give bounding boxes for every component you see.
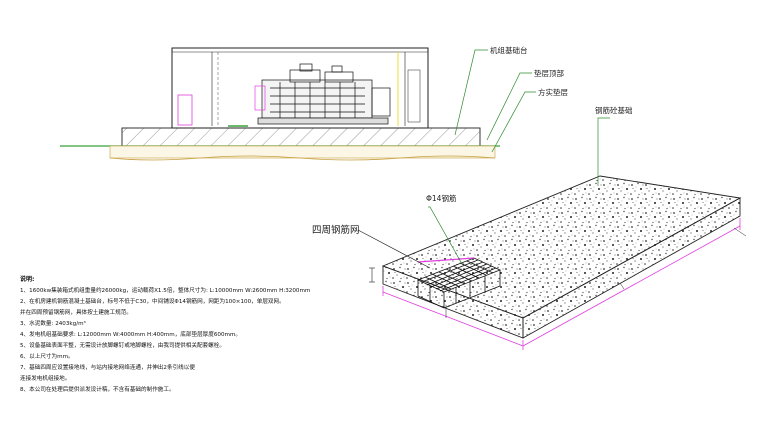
leader-cushion-top (486, 72, 532, 141)
leader-rebar-phi14 (428, 206, 463, 265)
leader-rc-foundation (597, 117, 610, 186)
leader-perimeter-mesh (357, 229, 431, 269)
leader-genset-base (454, 49, 488, 136)
note-item: 2、在机房建机钢筋混凝土基础台，标号不低于C30，中间铺设Φ14钢筋网，网距为1… (20, 297, 285, 305)
genset-engine (254, 63, 391, 125)
label-cushion-top: 垫层顶部 (534, 68, 564, 78)
notes-block: 说明: 1、1600kw集装箱式机组重量约26000kg，运动载荷X1.5倍，整… (20, 275, 310, 393)
rebar-mesh (416, 257, 502, 309)
label-rebar-phi14: Φ14钢筋 (426, 193, 457, 203)
genset-base-slab (121, 127, 481, 147)
label-rc-foundation: 钢筋砼基础 (595, 105, 633, 115)
note-item: 8、本公司在处理后提供派发设计稿，不含有基础的制作施工。 (20, 385, 175, 393)
note-item: 1、1600kw集装箱式机组重量约26000kg，运动载荷X1.5倍，整体尺寸为… (20, 286, 310, 294)
note-item: 6、以上尺寸为mm。 (20, 352, 74, 360)
notes-title: 说明: (20, 275, 34, 283)
left-door (177, 94, 193, 126)
label-genset-base: 机组基础台 (490, 45, 528, 55)
label-perimeter-mesh: 四周钢筋网 (312, 224, 360, 236)
note-item: 连接发电机组接地。 (20, 374, 70, 382)
label-rubble-cushion: 方实垫层 (538, 87, 568, 97)
note-item: 5、设备基础表面平整，无需设计放脚螺钉或地脚螺栓，由我司提供相关配套螺栓。 (20, 341, 225, 349)
elevation-view: 机组基础台 垫层顶部 方实垫层 (60, 45, 568, 161)
slab-top-face (381, 175, 742, 319)
note-item: 3、水泥数量: 2403kg/m³ (20, 319, 86, 327)
isometric-foundation: 钢筋砼基础 Φ14钢筋 四周钢筋网 (312, 105, 747, 350)
note-item: 4、发电机组基础要求: L:12000mm W:4000mm H:400mm，底… (20, 330, 241, 338)
note-item: 7、基础四周应设置接地线，与站内接地网络连通，并伸出2条引线以便 (20, 363, 195, 371)
dimension-lines (382, 218, 741, 350)
note-item: 并在四周预留钢筋网，具体按土建施工规范。 (20, 308, 132, 316)
right-panel (407, 69, 421, 123)
leader-rubble-cushion (491, 91, 536, 153)
